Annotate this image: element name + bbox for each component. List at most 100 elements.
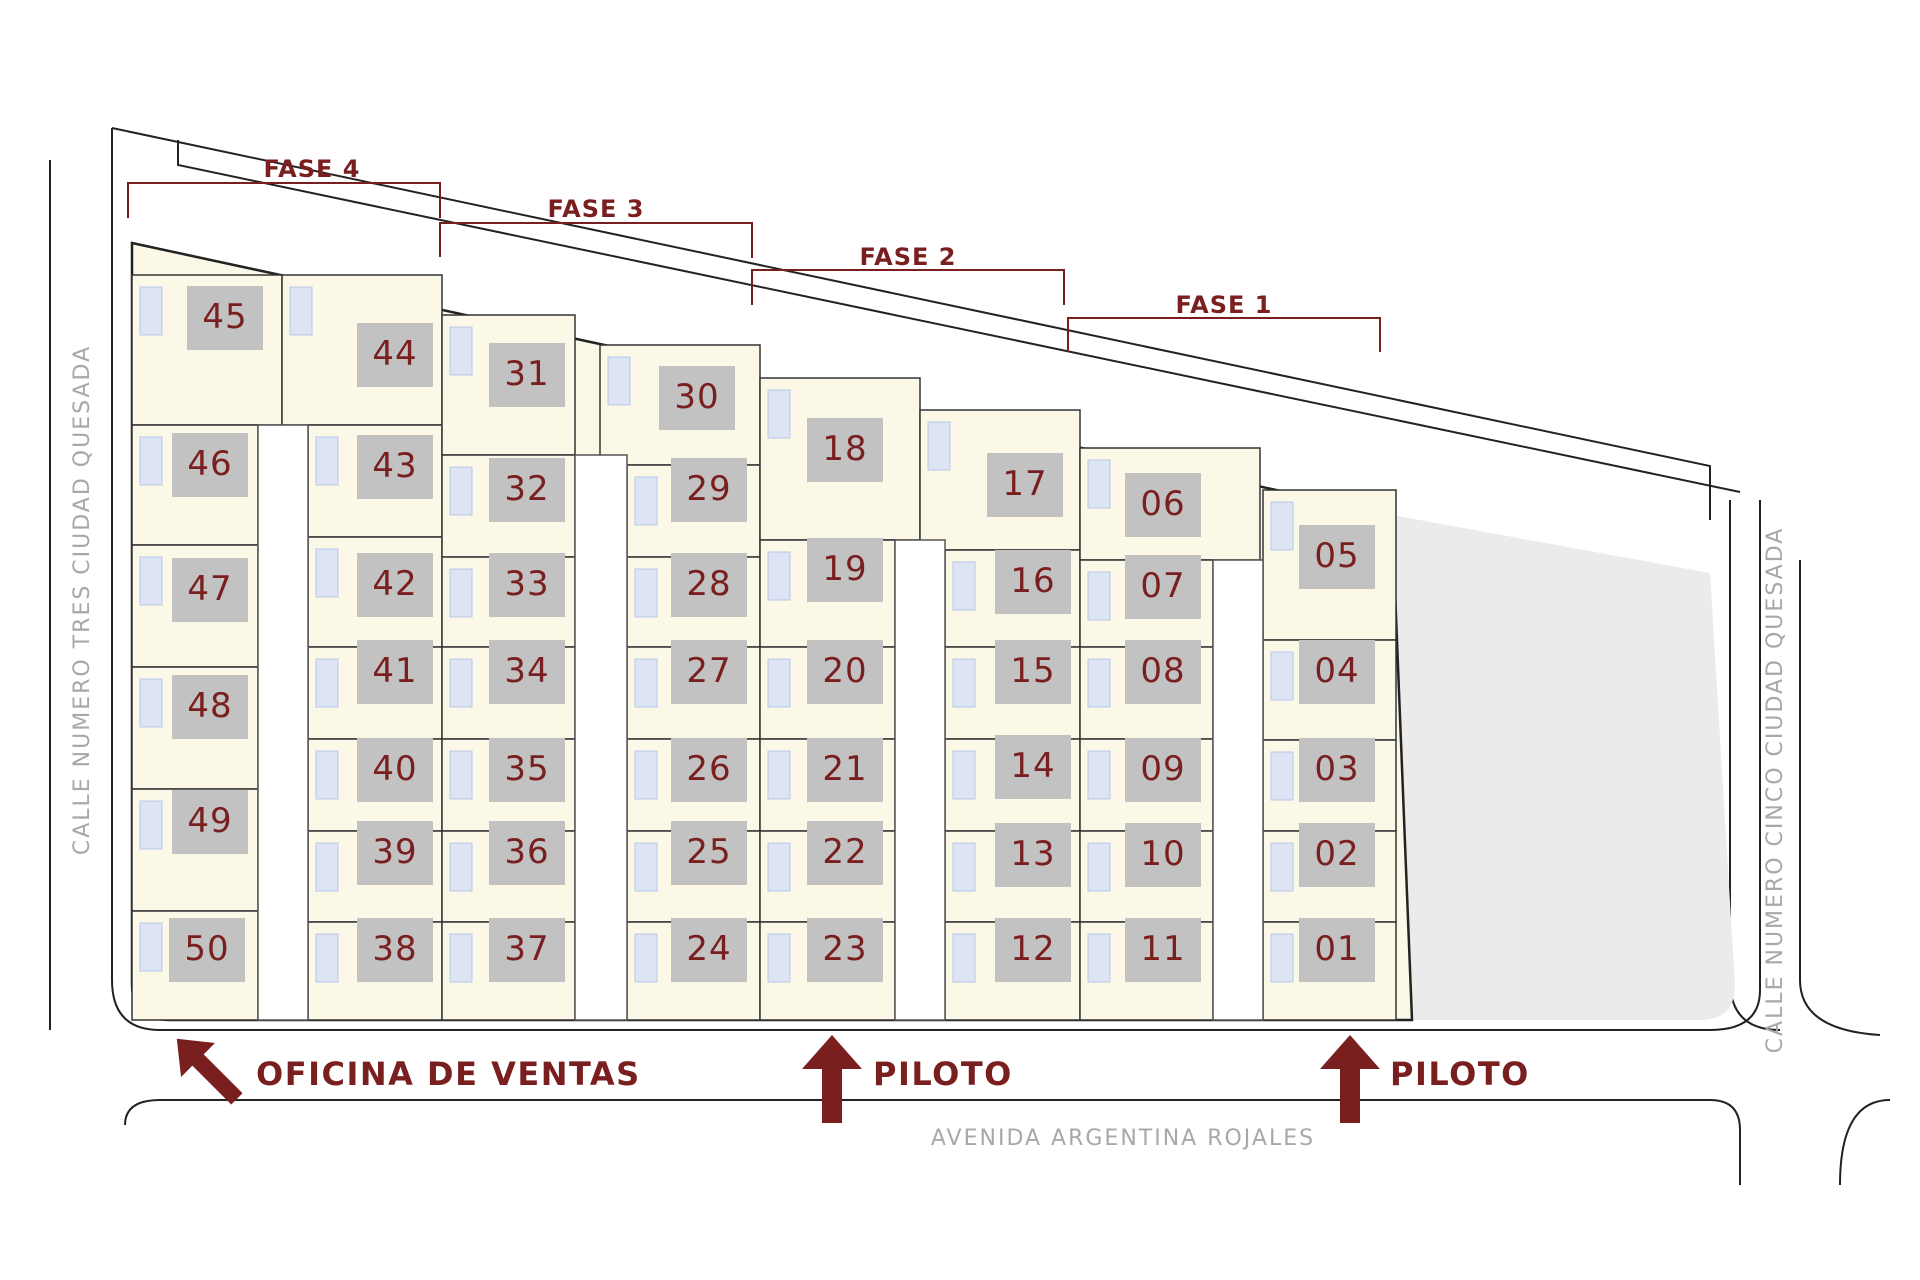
lot-number: 03 xyxy=(1314,749,1359,789)
pilot-left-arrow-icon xyxy=(802,1035,862,1123)
house-footprint-icon xyxy=(357,323,433,387)
lot-30[interactable]: 30 xyxy=(599,344,761,466)
house-footprint-icon xyxy=(995,735,1071,799)
lot-16[interactable]: 16 xyxy=(944,549,1081,648)
house-footprint-icon xyxy=(357,640,433,704)
lot-25[interactable]: 25 xyxy=(626,821,761,923)
lot-35[interactable]: 35 xyxy=(441,738,576,832)
lot-number: 21 xyxy=(822,749,867,789)
lot-number: 11 xyxy=(1140,929,1185,969)
lot-number: 01 xyxy=(1314,929,1359,969)
pool-icon xyxy=(634,933,658,983)
lot-44[interactable]: 44 xyxy=(281,274,443,426)
lot-10[interactable]: 10 xyxy=(1079,823,1214,923)
lot-38[interactable]: 38 xyxy=(307,918,443,1021)
lot-11[interactable]: 11 xyxy=(1079,918,1214,1021)
pool-icon xyxy=(449,658,473,708)
house-footprint-icon xyxy=(489,918,565,982)
lot-number: 33 xyxy=(504,564,549,604)
pool-icon xyxy=(767,842,791,892)
lot-43[interactable]: 43 xyxy=(307,424,443,538)
pool-icon xyxy=(449,326,473,376)
lot-04[interactable]: 04 xyxy=(1262,639,1397,741)
lot-36[interactable]: 36 xyxy=(441,821,576,923)
lot-50[interactable]: 50 xyxy=(131,910,259,1021)
pool-icon xyxy=(634,476,658,526)
lot-49[interactable]: 49 xyxy=(131,788,259,912)
lot-45[interactable]: 45 xyxy=(131,274,283,426)
lot-number: 22 xyxy=(822,832,867,872)
lot-33[interactable]: 33 xyxy=(441,553,576,648)
lot-29[interactable]: 29 xyxy=(626,458,761,558)
lot-02[interactable]: 02 xyxy=(1262,823,1397,923)
lot-number: 32 xyxy=(504,469,549,509)
lot-37[interactable]: 37 xyxy=(441,918,576,1021)
lot-32[interactable]: 32 xyxy=(441,454,576,558)
house-footprint-icon xyxy=(671,458,747,522)
lot-47[interactable]: 47 xyxy=(131,544,259,668)
pool-icon xyxy=(767,658,791,708)
pool-icon xyxy=(139,800,163,850)
house-footprint-icon xyxy=(807,418,883,482)
pool-icon xyxy=(952,658,976,708)
lot-number: 15 xyxy=(1010,651,1055,691)
lot-15[interactable]: 15 xyxy=(944,640,1081,740)
lot-08[interactable]: 08 xyxy=(1079,640,1214,740)
lot-number: 26 xyxy=(686,749,731,789)
lot-number: 06 xyxy=(1140,484,1185,524)
house-footprint-icon xyxy=(1299,525,1375,589)
house-footprint-icon xyxy=(1299,640,1375,704)
lot-18[interactable]: 18 xyxy=(759,377,921,541)
pool-icon xyxy=(1087,933,1111,983)
house-footprint-icon xyxy=(995,640,1071,704)
lot-12[interactable]: 12 xyxy=(944,918,1081,1021)
lot-01[interactable]: 01 xyxy=(1262,918,1397,1021)
lot-number: 50 xyxy=(184,929,229,969)
lot-26[interactable]: 26 xyxy=(626,738,761,832)
pool-icon xyxy=(449,933,473,983)
lot-06[interactable]: 06 xyxy=(1079,447,1261,561)
lot-03[interactable]: 03 xyxy=(1262,738,1397,832)
lot-31[interactable]: 31 xyxy=(441,314,576,456)
lot-13[interactable]: 13 xyxy=(944,823,1081,923)
lot-22[interactable]: 22 xyxy=(759,821,896,923)
lot-14[interactable]: 14 xyxy=(944,735,1081,832)
lot-34[interactable]: 34 xyxy=(441,640,576,740)
lot-27[interactable]: 27 xyxy=(626,640,761,740)
house-footprint-icon xyxy=(987,453,1063,517)
pool-icon xyxy=(289,286,313,336)
phase-brackets: FASE 4 FASE 3 FASE 2 FASE 1 xyxy=(127,155,1381,352)
lot-46[interactable]: 46 xyxy=(131,424,259,546)
lot-09[interactable]: 09 xyxy=(1079,738,1214,832)
house-footprint-icon xyxy=(172,675,248,739)
lot-number: 43 xyxy=(372,446,417,486)
lot-24[interactable]: 24 xyxy=(626,918,761,1021)
lot-20[interactable]: 20 xyxy=(759,640,896,740)
house-footprint-icon xyxy=(807,918,883,982)
lot-39[interactable]: 39 xyxy=(307,821,443,923)
lot-28[interactable]: 28 xyxy=(626,553,761,648)
pool-icon xyxy=(952,750,976,800)
lot-41[interactable]: 41 xyxy=(307,640,443,740)
lot-number: 24 xyxy=(686,929,731,969)
lot-23[interactable]: 23 xyxy=(759,918,896,1021)
lot-number: 19 xyxy=(822,549,867,589)
lot-21[interactable]: 21 xyxy=(759,738,896,832)
house-footprint-icon xyxy=(1125,738,1201,802)
lot-42[interactable]: 42 xyxy=(307,536,443,648)
phase-2-label: FASE 2 xyxy=(860,243,957,271)
pool-icon xyxy=(1087,658,1111,708)
lot-number: 07 xyxy=(1140,566,1185,606)
lot-05[interactable]: 05 xyxy=(1262,489,1397,641)
lot-number: 02 xyxy=(1314,834,1359,874)
lot-17[interactable]: 17 xyxy=(919,409,1081,551)
lot-number: 16 xyxy=(1010,561,1055,601)
pool-icon xyxy=(315,658,339,708)
lot-07[interactable]: 07 xyxy=(1079,555,1214,648)
lot-48[interactable]: 48 xyxy=(131,666,259,790)
lot-40[interactable]: 40 xyxy=(307,738,443,832)
lot-number: 42 xyxy=(372,564,417,604)
pool-icon xyxy=(1087,459,1111,509)
lot-19[interactable]: 19 xyxy=(759,538,896,648)
lot-number: 46 xyxy=(187,444,232,484)
